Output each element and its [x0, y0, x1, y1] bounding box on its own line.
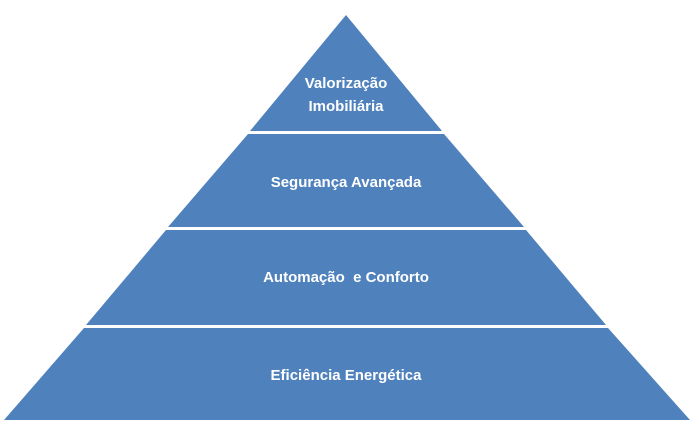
tier-base-label: Eficiência Energética [271, 367, 423, 384]
tier-eficiencia-energetica: Eficiência Energética [4, 328, 690, 420]
tier-top-shape [250, 15, 442, 131]
tier-seguranca-avancada: Segurança Avançada [168, 134, 524, 227]
tier-top-label-line-1: Valorização [305, 75, 388, 92]
tier-base-shape [4, 328, 690, 420]
tier-second-shape [168, 134, 524, 227]
tier-third-label: Automação e Conforto [263, 269, 429, 286]
tier-top-label-line-2: Imobiliária [308, 98, 384, 115]
tier-valorizacao-imobiliaria: Valorização Imobiliária [250, 15, 442, 131]
tier-second-label: Segurança Avançada [271, 174, 422, 191]
tier-third-shape [86, 230, 606, 325]
tier-automacao-conforto: Automação e Conforto [86, 230, 606, 325]
